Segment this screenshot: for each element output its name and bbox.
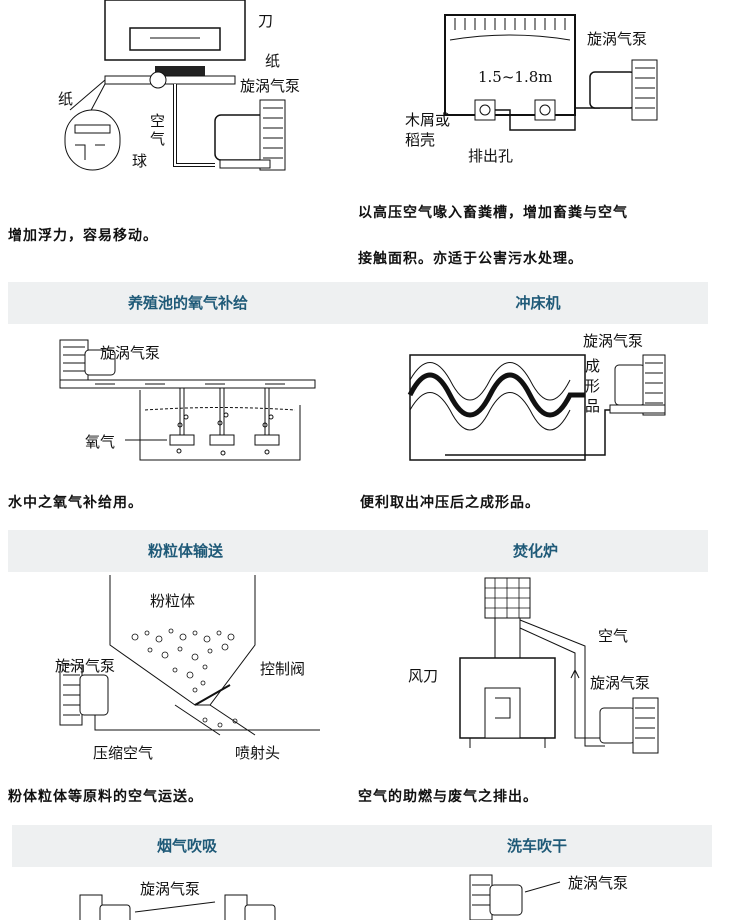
powder-conveying-diagram	[59, 575, 320, 736]
pump-label: 旋涡气泵	[100, 344, 161, 362]
ball-label: 球	[132, 152, 148, 170]
pump-label: 旋涡气泵	[590, 674, 651, 692]
air-label: 空气	[598, 627, 629, 645]
caption-low-left: 粉体粒体等原料的空气运送。	[8, 789, 203, 805]
pump-label: 旋涡气泵	[140, 880, 201, 898]
sawdust-label: 木屑或 稻壳	[405, 111, 451, 149]
pump-label: 旋涡气泵	[240, 77, 301, 95]
material-label: 粉粒体	[150, 592, 196, 610]
paper-label-right: 纸	[265, 52, 281, 70]
pump-label: 旋涡气泵	[587, 30, 648, 48]
pump-label: 旋涡气泵	[583, 332, 644, 350]
nozzle-label: 喷射头	[235, 744, 281, 762]
caption-mid-right: 便利取出冲压后之成形品。	[360, 495, 540, 511]
distance-label: 1.5~1.8m	[478, 68, 553, 86]
section-title-pond: 养殖池的氧气补给	[127, 294, 248, 312]
pump-label: 旋涡气泵	[55, 657, 116, 675]
section-title-carwash: 洗车吹干	[506, 837, 567, 855]
section-title-press: 冲床机	[515, 294, 561, 312]
press-machine-diagram	[407, 354, 666, 461]
air-label: 空 气	[150, 112, 166, 148]
outlet-label: 排出孔	[468, 147, 514, 165]
caption-top-left: 增加浮力，容易移动。	[8, 228, 158, 244]
section-title-smoke: 烟气吹吸	[156, 837, 217, 855]
section-band: 粉粒体输送 焚化炉	[8, 530, 708, 572]
carwash-diagram	[469, 874, 561, 920]
valve-label: 控制阀	[260, 660, 306, 678]
pond-oxygen-diagram	[59, 339, 316, 461]
paper-label-left: 纸	[58, 90, 74, 108]
paper-blade-diagram	[64, 0, 286, 171]
incinerator-diagram	[459, 577, 659, 754]
section-title-incinerator: 焚化炉	[512, 542, 558, 560]
caption-top-right-2: 接触面积。亦适于公害污水处理。	[358, 251, 583, 267]
caption-low-right: 空气的助燃与废气之排出。	[358, 789, 538, 805]
section-band: 烟气吹吸 洗车吹干	[12, 825, 712, 867]
compressed-air-label: 压缩空气	[93, 744, 154, 762]
section-band: 养殖池的氧气补给 冲床机	[8, 282, 708, 324]
section-title-powder: 粉粒体输送	[147, 542, 223, 560]
caption-top-right-1: 以高压空气喙入畜粪槽，增加畜粪与空气	[358, 205, 628, 221]
blade-label: 风刀	[408, 667, 439, 685]
pump-label: 旋涡气泵	[568, 874, 629, 892]
product-label: 成 形 品	[585, 357, 601, 415]
smoke-suction-diagram	[79, 894, 276, 920]
blade-label: 刀	[258, 12, 274, 30]
oxygen-label: 氧气	[85, 433, 116, 451]
manure-tank-diagram	[444, 14, 658, 131]
caption-mid-left: 水中之氧气补给用。	[8, 495, 143, 511]
